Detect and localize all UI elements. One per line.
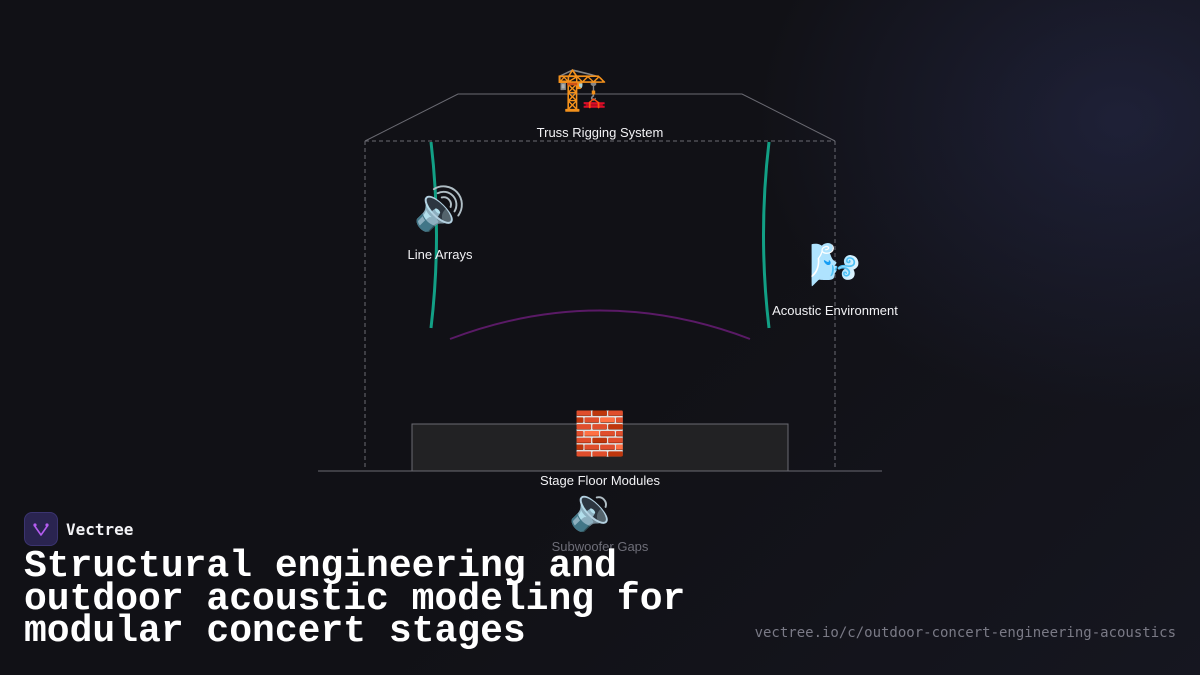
node-label-acoustic-environment: Acoustic Environment [772, 303, 898, 318]
roof-outline [364, 93, 836, 142]
page-url[interactable]: vectree.io/c/outdoor-concert-engineering… [754, 625, 1176, 641]
construction-crane-icon: 🏗️ [555, 64, 609, 113]
node-label-line-arrays: Line Arrays [407, 247, 473, 262]
speaker-loud-icon: 🔊 [413, 184, 467, 233]
stage-deck [411, 423, 789, 472]
node-label-stage-floor: Stage Floor Modules [540, 473, 660, 488]
vectree-logo-icon [24, 512, 58, 546]
speaker-low-icon: 🔉 [568, 484, 622, 533]
page-title: Structural engineering and outdoor acous… [24, 545, 686, 653]
wind-face-icon: 🌬️ [808, 240, 862, 289]
node-label-truss: Truss Rigging System [536, 125, 664, 140]
dispersion-arc [449, 309, 751, 340]
brick-icon: 🧱 [573, 409, 627, 458]
right-line-array-curve [762, 141, 771, 329]
brand-name: Vectree [66, 519, 134, 539]
left-line-array-curve [429, 141, 438, 329]
brand[interactable]: Vectree [24, 512, 133, 546]
node-label-subwoofer: Subwoofer Gaps [551, 539, 649, 554]
